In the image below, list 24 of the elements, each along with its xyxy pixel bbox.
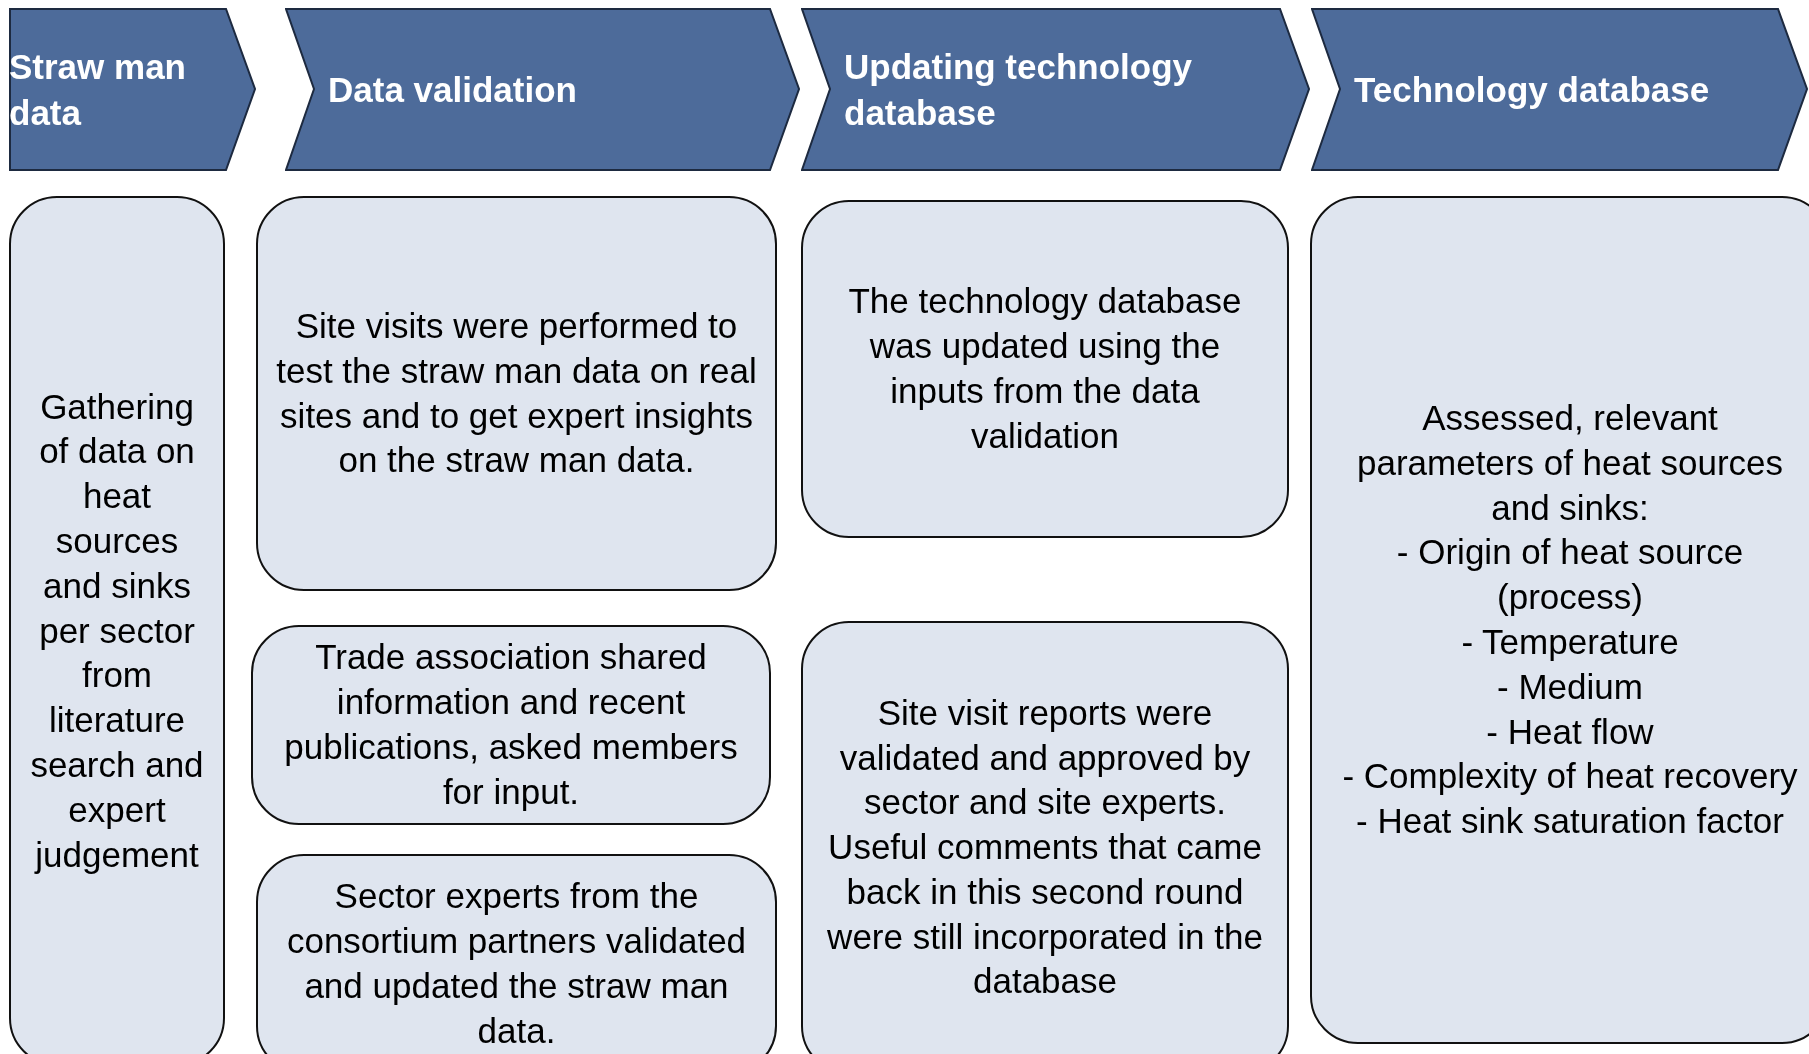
text-box [801, 621, 1289, 1054]
step-heading: Data validation [328, 68, 577, 111]
text-box [1310, 196, 1809, 1044]
step-heading: Straw man data [9, 46, 187, 134]
box-text: Trade association shared information and recent publications, asked members for input. [283, 636, 739, 813]
text-box [801, 200, 1289, 538]
box-text: Assessed, relevant parameters of heat sources and sinks: [1355, 397, 1785, 529]
text-box [256, 854, 777, 1054]
list-item: - Medium [1497, 665, 1643, 708]
list-item: - Origin of heat source (process) [1395, 531, 1745, 619]
box-text: Site visits were performed to test the straw man data on real sites and to get expert insights on the straw man data. [276, 304, 757, 482]
list-item: - Complexity of heat recovery [1342, 755, 1798, 798]
text-box [9, 196, 225, 1054]
box-text: Sector experts from the consortium partners validated and updated the straw man data. [285, 875, 748, 1052]
step-heading: Updating technology database [844, 46, 1194, 134]
text-box [251, 625, 771, 825]
list-item: - Temperature [1461, 621, 1679, 663]
box-text: The technology database was updated using the inputs from the data validation [847, 280, 1243, 457]
step-heading: Technology database [1354, 68, 1710, 111]
box-text: Site visit reports were validated and approved by sector and site experts. Useful comments that came back in this second round were still incorporated in the database [826, 691, 1264, 1003]
box-text: Gathering of data on heat sources and sinks per sector from literature search and expert judgement [29, 385, 205, 876]
list-item: - Heat flow [1486, 710, 1654, 753]
list-item: - Heat sink saturation factor [1356, 800, 1784, 843]
text-box [256, 196, 777, 591]
